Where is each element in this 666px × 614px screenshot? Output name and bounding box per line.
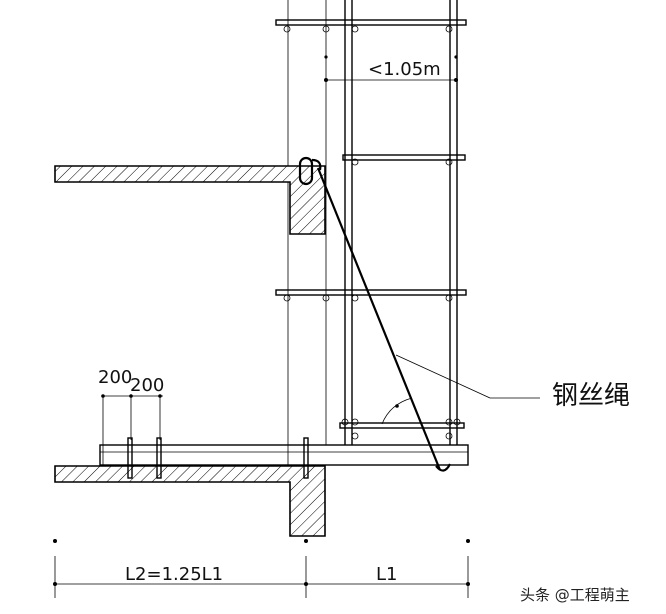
anchor-dim-200-right: 200 [130,375,164,396]
anchor-spacing-dimension [101,394,163,465]
lower-slab [54,465,326,537]
cantilever-beam [99,444,469,466]
watermark: 头条 @工程萌主 [520,586,630,604]
dimension-L2: L2=1.25L1 [125,564,223,585]
wire-rope [311,158,451,472]
scaffold-couplers [283,25,461,440]
spacing-dimension-label: <1.05m [368,59,441,80]
scaffold-standards [344,0,458,445]
spacing-dimension [324,55,458,82]
guide-lines [287,0,327,470]
wire-rope-label: 钢丝绳 [552,381,630,411]
dimension-L1: L1 [376,564,397,585]
anchor-bolts [127,437,309,479]
bottom-dimension [53,539,470,598]
anchor-dim-200-left: 200 [98,367,132,388]
angle-arc [381,397,413,425]
upper-hook-anchor [298,156,314,186]
upper-slab [54,165,326,235]
scaffold-ledgers [275,19,467,429]
wire-rope-leader [395,354,540,399]
